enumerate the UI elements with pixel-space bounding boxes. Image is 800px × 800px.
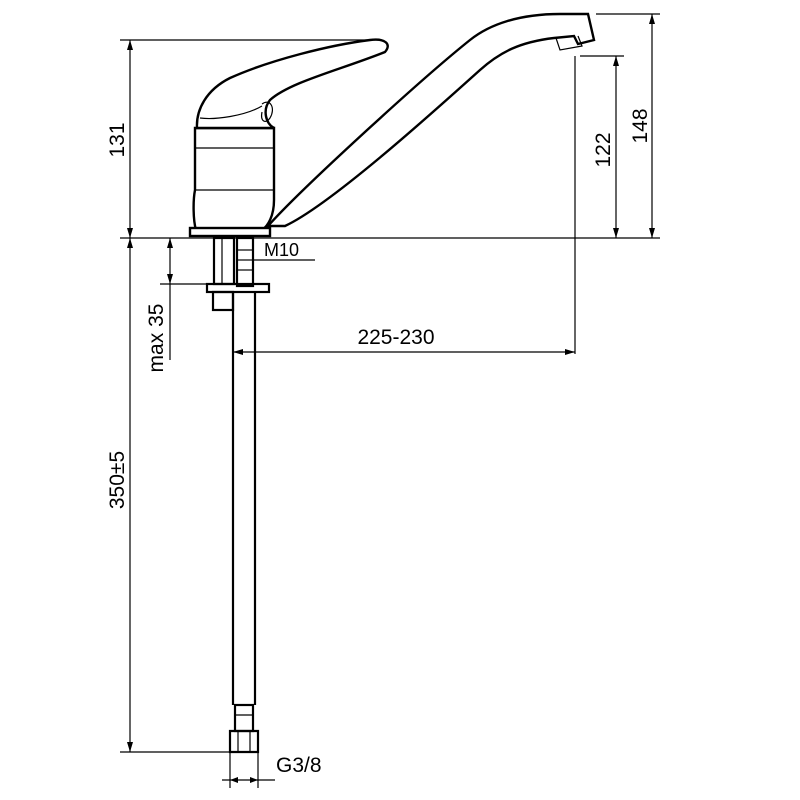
label-max35: max 35	[145, 304, 168, 373]
label-reach: 225-230	[357, 326, 434, 349]
mixer-body	[192, 126, 276, 232]
hose-connector-top	[212, 236, 236, 286]
label-131: 131	[106, 122, 129, 157]
threaded-stud	[235, 236, 255, 288]
base-flange	[188, 226, 272, 238]
lever-handle	[195, 38, 389, 130]
lever-edge	[199, 105, 263, 120]
dimension-labels: 131 148 122 M10 max 35 225-230 350±5 G3/…	[106, 108, 652, 777]
aerator	[555, 35, 583, 51]
spout	[265, 12, 596, 228]
label-148: 148	[629, 108, 652, 143]
label-122: 122	[592, 132, 615, 167]
mounting-nut	[211, 290, 235, 312]
faucet-body	[188, 12, 596, 238]
lever-screw	[261, 101, 274, 122]
g38-nut	[228, 729, 260, 754]
mounting-assembly	[205, 236, 271, 754]
label-m10: M10	[264, 240, 299, 260]
label-350: 350±5	[106, 451, 129, 509]
label-g38: G3/8	[276, 754, 322, 777]
mounting-plate	[205, 282, 271, 294]
hose-ferrule	[233, 703, 255, 733]
dimension-lines	[120, 13, 660, 788]
